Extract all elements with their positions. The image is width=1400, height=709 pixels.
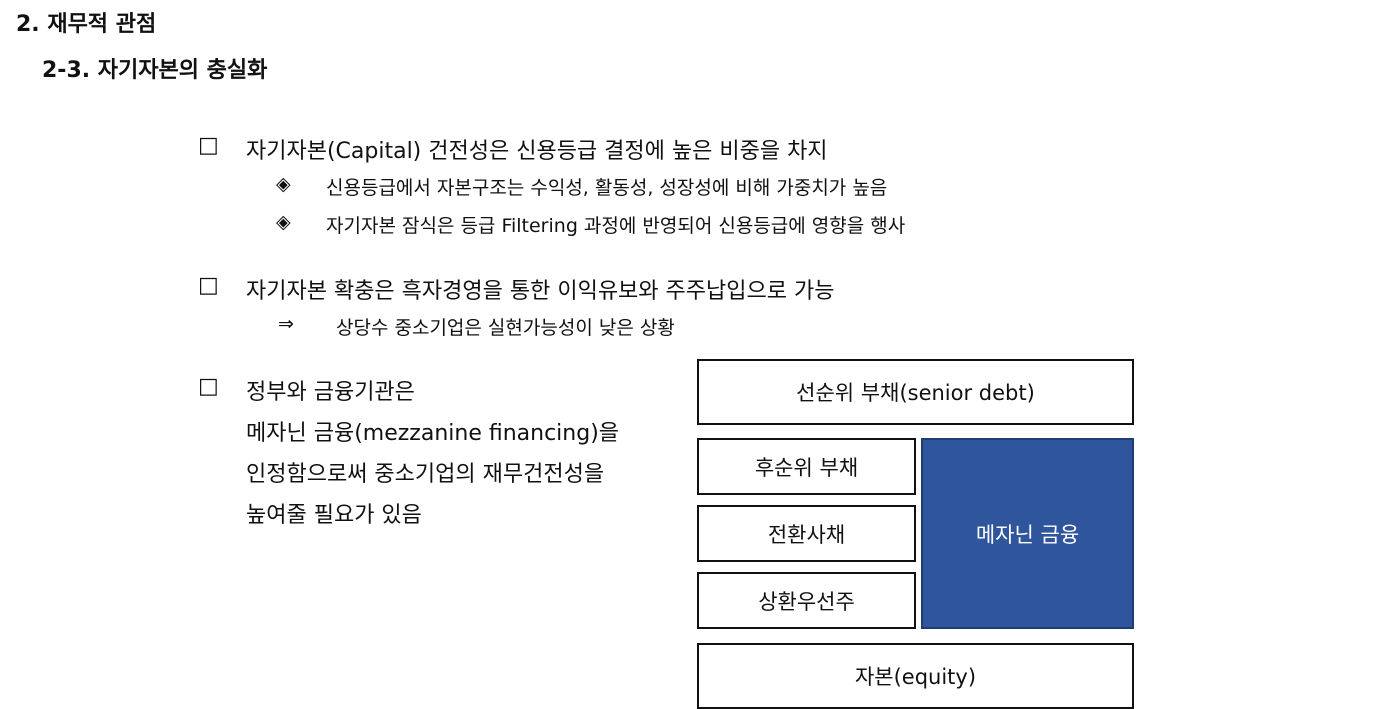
- sub-bullet-text: 신용등급에서 자본구조는 수익성, 활동성, 성장성에 비해 가중치가 높음: [326, 177, 888, 199]
- bullet-text-line: 높여줄 필요가 있음: [246, 503, 422, 528]
- bullet-text-line: 인정함으로써 중소기업의 재무건전성을: [246, 462, 605, 487]
- bullet-text-line: 정부와 금융기관은: [246, 380, 415, 405]
- square-bullet-icon: □: [198, 374, 219, 399]
- bullet-text: 자기자본(Capital) 건전성은 신용등급 결정에 높은 비중을 차지: [246, 139, 828, 164]
- bullet-text: 자기자본 확충은 흑자경영을 통한 이익유보와 주주납입으로 가능: [246, 279, 835, 304]
- senior-debt-box: 선순위 부채(senior debt): [697, 359, 1134, 425]
- convertible-bond-box: 전환사채: [697, 505, 916, 562]
- square-bullet-icon: □: [198, 133, 219, 158]
- sub-bullet-text: 자기자본 잠식은 등급 Filtering 과정에 반영되어 신용등급에 영향을…: [326, 215, 906, 237]
- equity-box: 자본(equity): [697, 643, 1134, 709]
- mezzanine-financing-box: 메자닌 금융: [921, 438, 1134, 629]
- redeemable-preferred-box: 상환우선주: [697, 572, 916, 629]
- bullet-text-line: 메자닌 금융(mezzanine financing)을: [246, 421, 620, 446]
- subordinated-debt-box: 후순위 부채: [697, 438, 916, 495]
- square-bullet-icon: □: [198, 273, 219, 298]
- diamond-bullet-icon: ◈: [276, 211, 291, 233]
- section-subheading: 2-3. 자기자본의 충실화: [42, 58, 268, 83]
- sub-bullet-text: 상당수 중소기업은 실현가능성이 낮은 상황: [336, 317, 675, 339]
- section-heading: 2. 재무적 관점: [16, 12, 157, 37]
- arrow-bullet-icon: ⇒: [278, 313, 294, 335]
- diamond-bullet-icon: ◈: [276, 173, 291, 195]
